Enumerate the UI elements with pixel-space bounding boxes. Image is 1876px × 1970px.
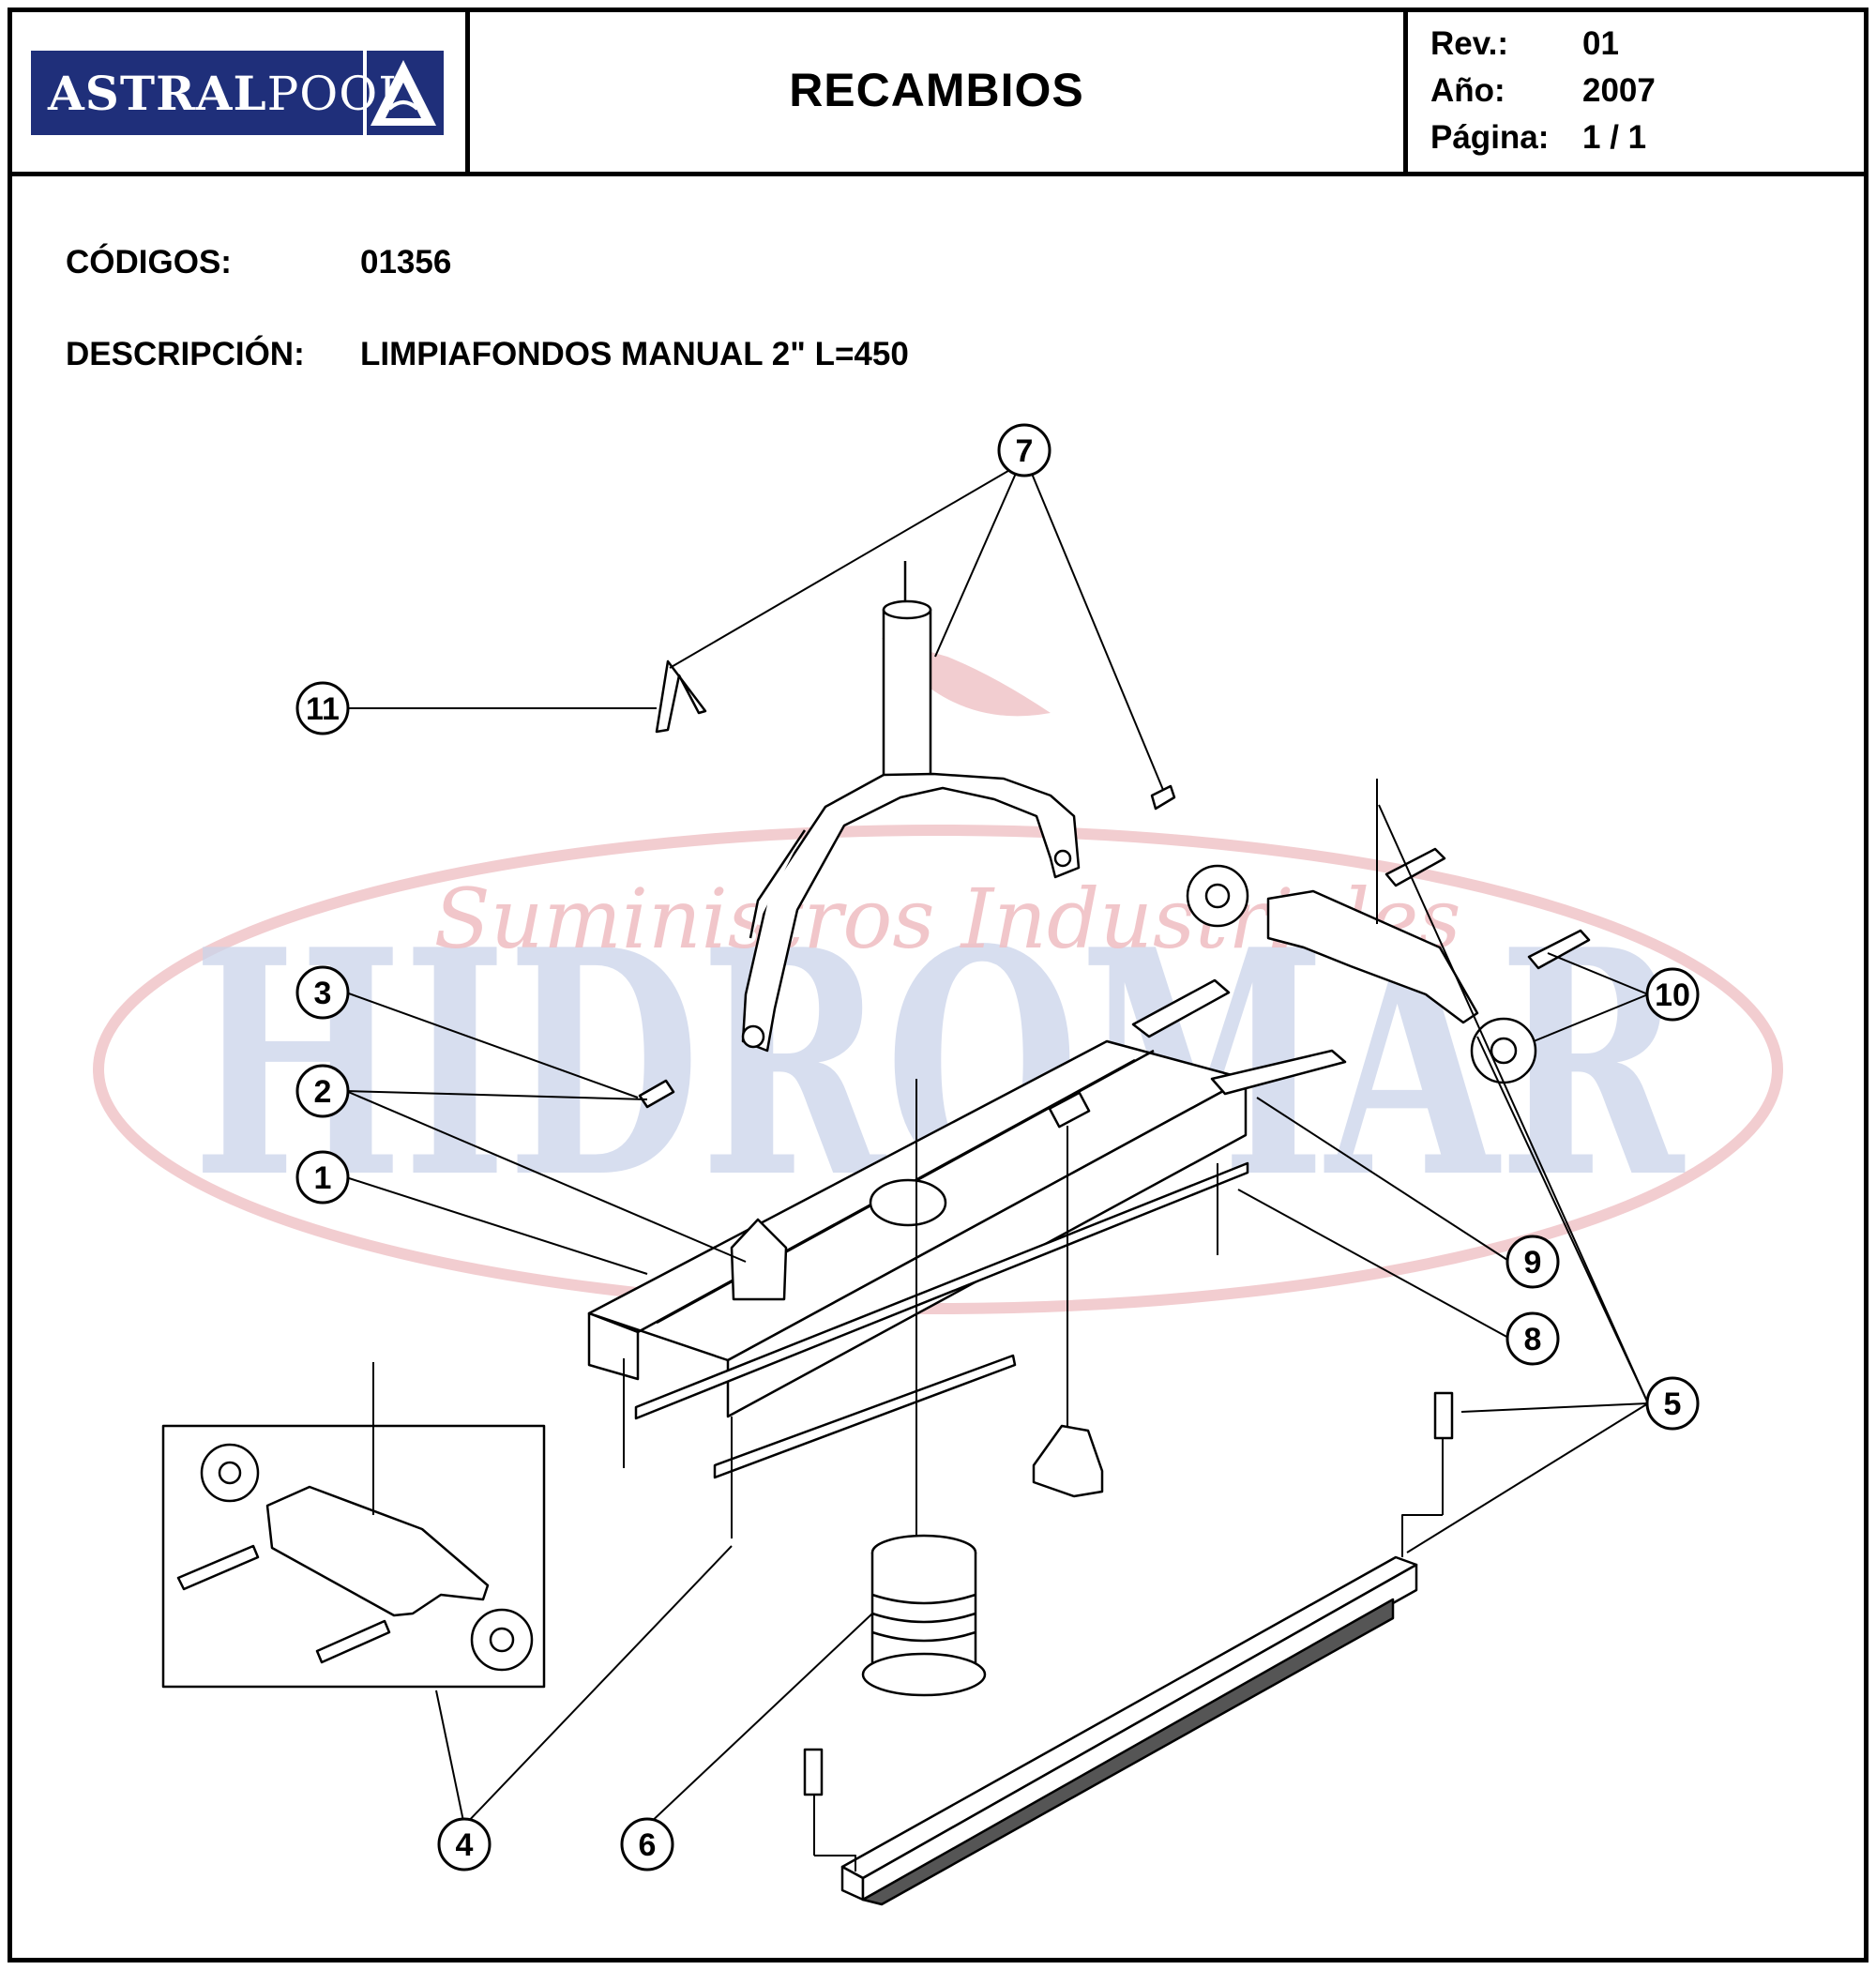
year-label: Año:: [1430, 72, 1505, 109]
logo-cell: ASTRALPOOL: [8, 8, 470, 172]
revision-value: 01: [1582, 25, 1619, 62]
svg-text:7: 7: [1016, 433, 1034, 469]
handle-yoke: [741, 561, 1081, 1053]
svg-text:5: 5: [1664, 1387, 1682, 1422]
callout-balloons: 7 11 3 2 1 10 9 8 5 4 6: [295, 423, 1700, 1872]
logo-text-bold: ASTRAL: [48, 65, 267, 121]
callout-5: 5: [1645, 1376, 1700, 1431]
callout-6: 6: [620, 1817, 674, 1872]
description-row: DESCRIPCIÓN: LIMPIAFONDOS MANUAL 2" L=450: [66, 336, 909, 373]
document-title: RECAMBIOS: [789, 63, 1084, 116]
leader-lines: [345, 461, 1649, 1826]
yoke-screw: [1150, 784, 1176, 811]
wheel-assembly-right: [1186, 779, 1591, 1084]
callout-11: 11: [295, 681, 350, 735]
nozzle: [861, 1079, 987, 1697]
svg-text:1: 1: [314, 1160, 332, 1196]
revision-cell: Rev.: 01 Año: 2007 Página: 1 / 1: [1408, 8, 1864, 172]
description-label: DESCRIPCIÓN:: [66, 336, 305, 372]
svg-text:6: 6: [639, 1827, 657, 1863]
bottom-bracket: [1032, 1424, 1104, 1498]
callout-9: 9: [1505, 1235, 1560, 1289]
spring-left: [803, 1748, 824, 1796]
year-value: 2007: [1582, 72, 1656, 109]
callout-8: 8: [1505, 1311, 1560, 1366]
page-frame: [8, 8, 1868, 1962]
astralpool-logo: ASTRALPOOL: [31, 51, 444, 135]
revision-row: Rev.: 01: [1430, 21, 1864, 68]
page-label: Página:: [1430, 119, 1550, 156]
codes-label: CÓDIGOS:: [66, 244, 232, 280]
svg-text:3: 3: [314, 976, 332, 1011]
description-value: LIMPIAFONDOS MANUAL 2" L=450: [360, 336, 909, 372]
callout-10: 10: [1645, 967, 1700, 1022]
year-row: Año: 2007: [1430, 68, 1864, 114]
page-row: Página: 1 / 1: [1430, 114, 1864, 161]
svg-text:4: 4: [456, 1827, 474, 1863]
svg-text:10: 10: [1655, 977, 1690, 1013]
header: ASTRALPOOL RECAMBIOS Rev.: 01 Año: 2007 …: [8, 8, 1868, 176]
spring-right: [1433, 1391, 1454, 1440]
inset-box: [161, 1424, 546, 1689]
svg-text:11: 11: [306, 691, 340, 727]
page-value: 1 / 1: [1582, 119, 1647, 156]
svg-text:8: 8: [1524, 1322, 1542, 1357]
callout-2: 2: [295, 1064, 350, 1118]
title-cell: RECAMBIOS: [470, 8, 1408, 172]
brush-bar: [813, 1438, 1444, 1906]
astralpool-logo-mark-icon: [363, 51, 436, 135]
callout-3: 3: [295, 965, 350, 1020]
clip-part: [655, 659, 707, 734]
callout-1: 1: [295, 1150, 350, 1205]
codes-row: CÓDIGOS: 01356: [66, 244, 451, 281]
callout-4: 4: [437, 1817, 492, 1872]
svg-text:2: 2: [314, 1074, 332, 1110]
callout-7: 7: [997, 423, 1051, 477]
codes-value: 01356: [360, 244, 452, 280]
revision-label: Rev.:: [1430, 25, 1508, 62]
wheel-assembly-inset: [176, 1362, 534, 1672]
svg-text:9: 9: [1524, 1245, 1542, 1280]
side-screw: [638, 1079, 675, 1109]
body-strip: [713, 1354, 1017, 1479]
